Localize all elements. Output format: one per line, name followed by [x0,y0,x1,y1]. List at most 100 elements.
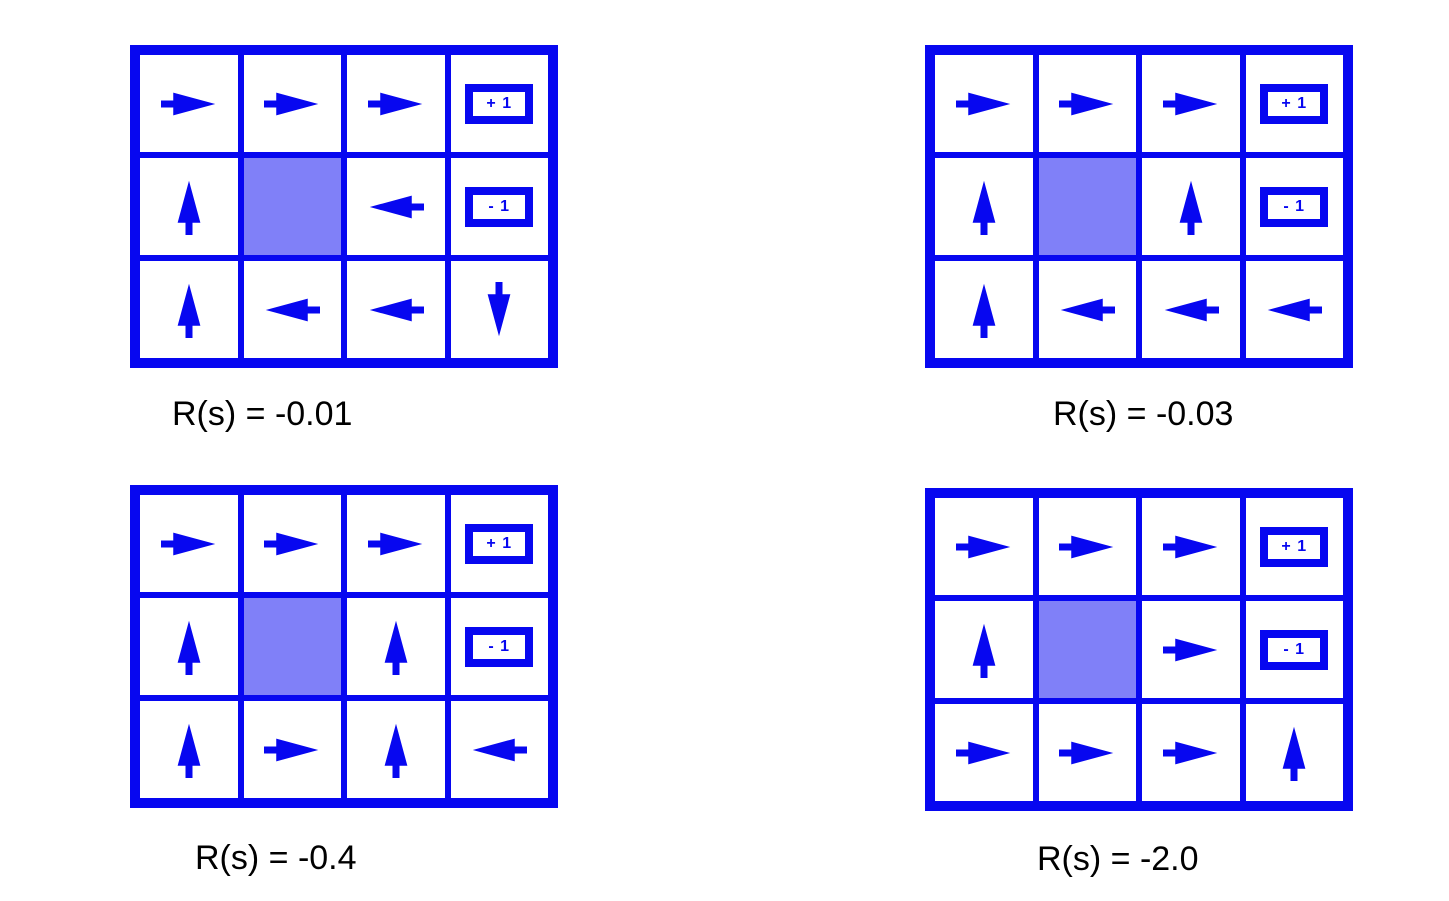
arrow-left-icon [367,296,425,324]
reward-label: R(s) = -0.03 [1053,395,1234,433]
policy-cell [243,261,341,358]
gridworld-grid: + 1 - 1 [130,45,558,368]
policy-cell [347,495,445,592]
plus-one-box: + 1 [1260,526,1329,567]
arrow-right-icon [1058,90,1116,118]
arrow-right-icon [1162,636,1220,664]
arrow-up-icon [175,281,203,339]
policy-cell [935,498,1033,595]
arrow-right-icon [160,90,218,118]
terminal-cell-minus: - 1 [1245,158,1343,255]
arrow-up-icon [970,178,998,236]
arrow-right-icon [160,530,218,558]
policy-cell [1142,601,1240,698]
plus-one-box: + 1 [1260,83,1329,124]
terminal-cell-minus: - 1 [450,598,548,695]
blocked-cell [1038,158,1136,255]
terminal-cell-minus: - 1 [1245,601,1343,698]
arrow-right-icon [955,533,1013,561]
reward-label: R(s) = -0.4 [195,839,357,877]
policy-cell [450,701,548,798]
minus-one-box: - 1 [465,626,534,667]
policy-cell [1142,498,1240,595]
arrow-left-icon [1265,296,1323,324]
policy-cell [935,704,1033,801]
policy-panel-r-0.01: + 1 - 1 R(s) = -0.01 [130,45,558,433]
reward-label: R(s) = -0.01 [172,395,353,433]
arrow-up-icon [382,618,410,676]
arrow-up-icon [970,621,998,679]
policy-cell [347,598,445,695]
arrow-right-icon [1162,90,1220,118]
policy-cell [140,598,238,695]
terminal-cell-plus: + 1 [450,55,548,152]
arrow-left-icon [263,296,321,324]
arrow-up-icon [175,721,203,779]
arrow-up-icon [1177,178,1205,236]
terminal-cell-plus: + 1 [1245,55,1343,152]
policy-cell [1038,498,1136,595]
policy-cell [935,55,1033,152]
terminal-cell-plus: + 1 [450,495,548,592]
blocked-cell [243,598,341,695]
policy-cell [1038,261,1136,358]
arrow-up-icon [1280,724,1308,782]
minus-one-box: - 1 [1260,186,1329,227]
minus-one-box: - 1 [465,186,534,227]
arrow-left-icon [470,736,528,764]
policy-cell [450,261,548,358]
policy-cell [935,158,1033,255]
policy-cell [1245,261,1343,358]
policy-cell [1245,704,1343,801]
arrow-right-icon [955,739,1013,767]
arrow-right-icon [1058,533,1116,561]
arrow-right-icon [263,736,321,764]
arrow-right-icon [367,90,425,118]
minus-one-box: - 1 [1260,629,1329,670]
policy-cell [243,55,341,152]
blocked-cell [1038,601,1136,698]
policy-cell [140,495,238,592]
policy-cell [347,261,445,358]
arrow-right-icon [263,530,321,558]
policy-cell [1142,158,1240,255]
policy-cell [1142,55,1240,152]
policy-cell [347,55,445,152]
arrow-up-icon [382,721,410,779]
arrow-up-icon [970,281,998,339]
arrow-up-icon [175,618,203,676]
arrow-right-icon [1162,533,1220,561]
gridworld-grid: + 1 - 1 [130,485,558,808]
policy-cell [935,261,1033,358]
arrow-up-icon [175,178,203,236]
terminal-cell-minus: - 1 [450,158,548,255]
policy-panel-r-0.4: + 1 - 1 R(s) = -0.4 [130,485,558,877]
policy-panel-r-2.0: + 1- 1 R(s) = -2.0 [925,488,1353,878]
policy-cell [140,261,238,358]
gridworld-grid: + 1 - 1 [925,45,1353,368]
terminal-cell-plus: + 1 [1245,498,1343,595]
policy-cell [140,701,238,798]
policy-cell [347,158,445,255]
arrow-right-icon [1058,739,1116,767]
arrow-left-icon [1058,296,1116,324]
gridworld-grid: + 1 - 1 [925,488,1353,811]
policy-cell [1142,704,1240,801]
arrow-right-icon [1162,739,1220,767]
plus-one-box: + 1 [465,83,534,124]
policy-cell [1038,704,1136,801]
arrow-right-icon [367,530,425,558]
arrow-down-icon [485,281,513,339]
arrow-right-icon [263,90,321,118]
policy-cell [140,158,238,255]
arrow-right-icon [955,90,1013,118]
policy-cell [140,55,238,152]
policy-cell [243,701,341,798]
policy-cell [935,601,1033,698]
arrow-left-icon [367,193,425,221]
policy-cell [243,495,341,592]
policy-cell [1142,261,1240,358]
policy-panel-r-0.03: + 1 - 1 R(s) = -0.03 [925,45,1353,433]
arrow-left-icon [1162,296,1220,324]
